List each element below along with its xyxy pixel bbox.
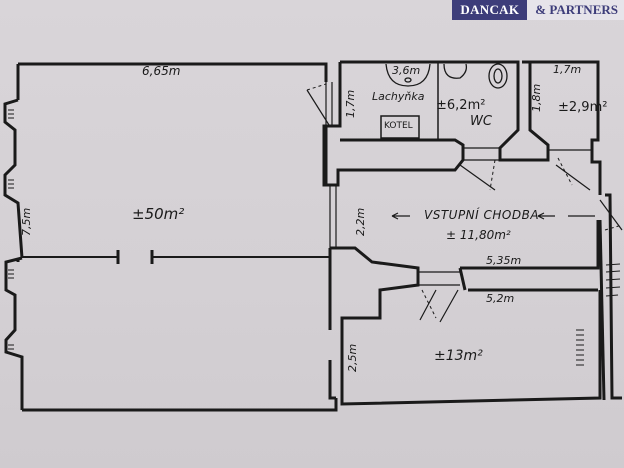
brand-name: DANCAK	[452, 0, 528, 20]
hallway-height-label: 2,2m	[354, 207, 367, 236]
hallway-area-label: ± 11,80m²	[446, 228, 511, 242]
kotel-label: KOTEL	[384, 121, 413, 131]
wc-label: WC	[470, 114, 492, 129]
kitchenette-height-label: 1,7m	[344, 89, 357, 118]
kitchenette-extra-label: 3,6m	[392, 64, 421, 77]
hallway-name-label: VSTUPNÍ CHODBA	[424, 208, 540, 222]
small-room-width-label: 1,7m	[553, 63, 582, 76]
kitchenette-area-label: ±6,2m²	[436, 98, 486, 113]
living-room-area-label: ±50m²	[132, 205, 185, 223]
living-room-width-label: 6,65m	[142, 64, 181, 78]
bedroom-area-label: ±13m²	[434, 348, 483, 364]
bedroom-height-label: 2,5m	[346, 343, 359, 372]
brand-logo: DANCAK & PARTNERS	[452, 0, 624, 20]
brand-suffix: & PARTNERS	[535, 2, 618, 17]
bedroom-width-label: 5,2m	[486, 292, 515, 305]
hallway-width-label: 5,35m	[486, 254, 522, 267]
kitchenette-name-label: Lachyňka	[372, 90, 425, 103]
living-room-height-label: 7,5m	[20, 207, 33, 236]
small-room-height-label: 1,8m	[530, 83, 543, 112]
small-room-area-label: ±2,9m²	[558, 100, 608, 115]
